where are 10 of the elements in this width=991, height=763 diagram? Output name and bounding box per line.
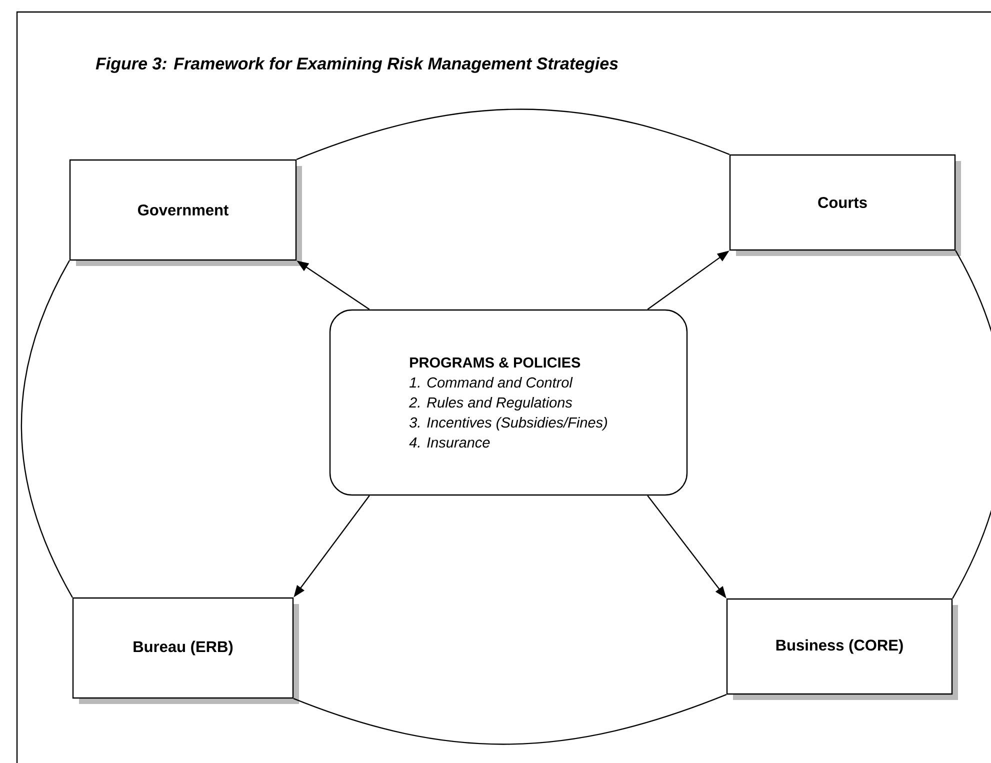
shadowed-box: Bureau (ERB): [72, 597, 299, 704]
connector-arc: [293, 694, 727, 745]
rounded-box: PROGRAMS & POLICIES 1. Command and Control 2. Rules and Regulations 3. Incentives (Subsidies/Fines) 4. Insurance: [329, 309, 688, 496]
shadowed-box: Business (CORE): [726, 598, 958, 700]
shadowed-box: Government: [69, 159, 302, 266]
connector-arc: [20, 260, 73, 598]
connector-arc: [296, 108, 730, 160]
title: Figure 3: Framework for Examining Risk Management Strategies: [96, 57, 618, 73]
connector-arc: [952, 250, 991, 599]
shadowed-box: Courts: [729, 154, 961, 256]
